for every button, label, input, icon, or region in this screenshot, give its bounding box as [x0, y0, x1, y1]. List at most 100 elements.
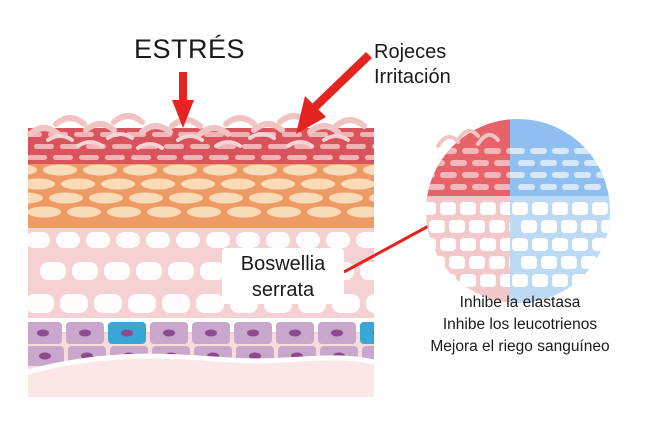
red-cell — [209, 155, 229, 160]
granular-cell — [107, 206, 141, 218]
mag-healthy-spinous — [572, 202, 588, 215]
effect-item: Mejora el riego sanguíneo — [430, 338, 610, 355]
mag-inflamed-cell — [484, 172, 501, 178]
basal-nucleus — [39, 352, 51, 360]
mag-healthy-spinous — [532, 238, 548, 251]
granular-cell — [347, 206, 374, 218]
spinous-cell — [366, 294, 374, 313]
mag-spinous-cell — [460, 202, 476, 215]
redness-label: Rojeces Irritación — [374, 40, 451, 90]
red-cell — [204, 132, 224, 137]
granular-cell — [323, 164, 357, 176]
red-cell — [313, 155, 333, 160]
spinous-cell — [200, 262, 226, 280]
granular-cell — [363, 164, 374, 176]
basal-nucleus — [249, 352, 261, 360]
mag-healthy-cell — [540, 184, 557, 190]
spinous-cell — [206, 232, 230, 248]
mag-healthy-cell — [552, 148, 569, 154]
mag-spinous-cell — [449, 256, 465, 269]
effect-item: Inhibe la elastasa — [459, 294, 581, 311]
mag-healthy-cell — [606, 160, 610, 166]
ingredient-label: Boswellia serrata — [222, 248, 344, 304]
spinous-cell — [136, 262, 162, 280]
granular-cell — [89, 192, 123, 204]
scale — [307, 123, 341, 135]
mag-healthy-cell — [574, 148, 591, 154]
mag-healthy-spinous — [612, 238, 628, 251]
mag-healthy-cell — [584, 160, 601, 166]
granular-cell — [129, 192, 163, 204]
granular-cell — [67, 206, 101, 218]
mag-spinous-cell — [469, 256, 485, 269]
mag-healthy-cell — [618, 148, 635, 154]
spinous-cell — [266, 232, 290, 248]
red-cell — [105, 155, 125, 160]
mag-inflamed-cell — [462, 172, 479, 178]
mag-healthy-spinous — [572, 274, 588, 287]
red-cell — [74, 132, 94, 137]
mag-healthy-spinous — [561, 220, 577, 233]
basal-nucleus — [375, 353, 387, 360]
mag-healthy-spinous — [561, 256, 577, 269]
spinous-cell — [128, 294, 156, 313]
spinous-cell — [86, 232, 110, 248]
mag-healthy-spinous — [612, 202, 628, 215]
mag-spinous-cell — [460, 238, 476, 251]
scale — [248, 132, 276, 140]
mag-healthy-spinous — [521, 256, 537, 269]
spinous-cell — [28, 294, 54, 313]
granular-cell — [203, 164, 237, 176]
granular-cell — [283, 164, 317, 176]
mag-inflamed-cell — [472, 160, 489, 166]
dermis-wave — [28, 356, 374, 397]
mag-healthy-cell — [562, 160, 579, 166]
basal-nucleus — [79, 329, 91, 337]
red-cell — [60, 144, 80, 149]
scale — [223, 115, 257, 127]
mag-healthy-spinous — [541, 256, 557, 269]
spinous-cell — [176, 232, 200, 248]
scale — [251, 121, 285, 133]
scale — [333, 117, 367, 129]
granular-cell — [209, 192, 243, 204]
mag-healthy-spinous — [581, 256, 597, 269]
red-cell — [339, 155, 359, 160]
spinous-cell — [162, 294, 190, 313]
granular-cell — [28, 178, 55, 190]
scale — [136, 142, 164, 150]
mag-spinous-cell — [460, 274, 476, 287]
mag-inflamed-cell — [428, 160, 445, 166]
mag-healthy-cell — [518, 160, 535, 166]
mag-healthy-spinous — [601, 256, 610, 269]
scale — [214, 140, 242, 148]
red-cell — [320, 144, 340, 149]
mag-scale — [476, 132, 500, 146]
red-cell — [112, 144, 132, 149]
mag-spinous-cell — [480, 238, 496, 251]
magnified-view — [426, 119, 635, 303]
mag-spinous-cell — [500, 202, 510, 215]
mag-healthy-cell — [552, 172, 569, 178]
mag-spinous-cell — [480, 202, 496, 215]
red-cell — [268, 144, 288, 149]
basal-cell-top — [360, 322, 374, 344]
basal-nucleus — [289, 329, 301, 337]
mag-spinous-cell — [489, 220, 505, 233]
spinous-cell — [56, 232, 80, 248]
scale — [106, 132, 134, 140]
spinous-cell — [168, 262, 194, 280]
mag-spinous-cell — [440, 202, 456, 215]
mag-healthy-spinous — [581, 220, 597, 233]
spinous-cell — [94, 294, 122, 313]
spinous-cell — [28, 232, 50, 248]
mag-inflamed-cell — [426, 172, 435, 178]
mag-spinous-cell — [500, 238, 510, 251]
mag-healthy-spinous — [512, 274, 528, 287]
mag-healthy-spinous — [612, 274, 628, 287]
granular-cell — [28, 206, 61, 218]
red-cell — [261, 155, 281, 160]
effects-list: Inhibe la elastasa Inhibe los leucotrien… — [400, 292, 640, 358]
granular-cell — [28, 165, 37, 175]
